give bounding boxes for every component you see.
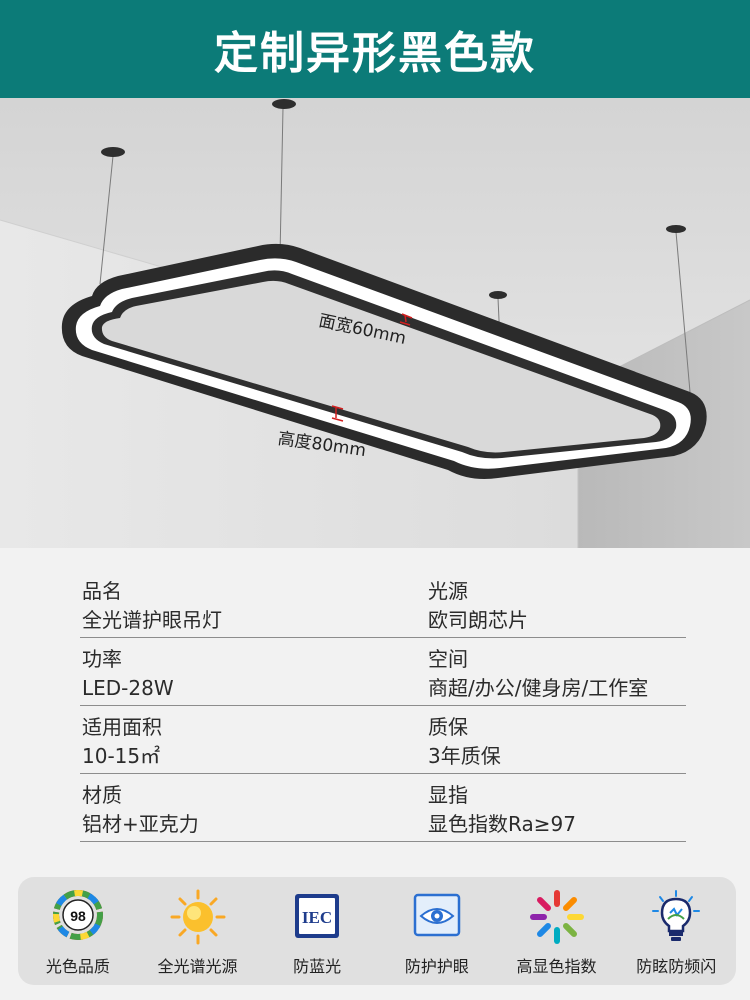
feature-bar: 98 光色品质 全光谱光源 IEC 防蓝光 <box>18 877 736 985</box>
spec-label: 品名 <box>82 579 122 603</box>
header-banner: 定制异形黑色款 <box>0 0 750 98</box>
spec-row: 功率 LED-28W 空间 商超/办公/健身房/工作室 <box>80 638 686 706</box>
spec-value: 全光谱护眼吊灯 <box>82 608 222 632</box>
spec-value: 商超/办公/健身房/工作室 <box>428 676 649 700</box>
page-title: 定制异形黑色款 <box>214 28 536 79</box>
color-wheel-icon <box>529 890 584 944</box>
spec-row: 材质 铝材+亚克力 显指 显色指数Ra≥97 <box>80 774 686 842</box>
feature-label: 全光谱光源 <box>157 957 238 976</box>
spec-label: 光源 <box>428 579 468 603</box>
cri-98-icon: 98 <box>52 890 103 940</box>
spec-label: 材质 <box>82 783 122 807</box>
spec-row: 适用面积 10-15㎡ 质保 3年质保 <box>80 706 686 774</box>
product-photo: 面宽60mm 高度80mm <box>0 98 750 548</box>
feature-label: 高显色指数 <box>516 957 597 976</box>
spec-table: 品名 全光谱护眼吊灯 光源 欧司朗芯片 功率 LED-28W 空间 商超/办公/… <box>80 570 686 842</box>
ceiling-canopies <box>101 99 686 299</box>
lamp-illustration <box>0 98 750 548</box>
svg-text:98: 98 <box>70 908 86 924</box>
spec-cell: 显指 显色指数Ra≥97 <box>428 782 576 838</box>
spec-cell: 质保 3年质保 <box>428 714 501 770</box>
spec-label: 质保 <box>428 715 468 739</box>
feature-item: 全光谱光源 <box>138 877 258 985</box>
feature-item: 防眩防频闪 <box>616 877 736 985</box>
spec-cell: 适用面积 10-15㎡ <box>82 714 162 770</box>
spec-row: 品名 全光谱护眼吊灯 光源 欧司朗芯片 <box>80 570 686 638</box>
iec-icon: IEC <box>295 894 340 938</box>
spec-cell: 光源 欧司朗芯片 <box>428 578 528 634</box>
sun-icon <box>170 889 225 945</box>
spec-cell: 材质 铝材+亚克力 <box>82 782 199 838</box>
spec-cell: 空间 商超/办公/健身房/工作室 <box>428 646 648 702</box>
spec-cell: 功率 LED-28W <box>82 646 174 702</box>
spec-value: 10-15㎡ <box>82 744 161 768</box>
spec-value: 欧司朗芯片 <box>428 608 528 632</box>
spec-value: 显色指数Ra≥97 <box>428 812 576 836</box>
feature-item: 高显色指数 <box>497 877 617 985</box>
feature-item: 98 光色品质 <box>18 877 138 985</box>
feature-label: 防护护眼 <box>404 957 469 976</box>
spec-cell: 品名 全光谱护眼吊灯 <box>82 578 222 634</box>
eye-icon <box>413 893 461 937</box>
feature-label: 防蓝光 <box>293 957 342 976</box>
dimension-markers <box>331 313 413 422</box>
spec-value: 3年质保 <box>428 744 501 768</box>
spec-label: 显指 <box>428 783 468 807</box>
spec-value: 铝材+亚克力 <box>82 812 199 836</box>
spec-value: LED-28W <box>82 676 174 700</box>
spec-label: 功率 <box>82 647 122 671</box>
bulb-icon <box>652 890 701 941</box>
svg-text:IEC: IEC <box>302 908 332 927</box>
feature-label: 光色品质 <box>45 957 110 976</box>
feature-item: IEC 防蓝光 <box>257 877 377 985</box>
feature-label: 防眩防频闪 <box>636 957 717 976</box>
feature-item: 防护护眼 <box>377 877 497 985</box>
spec-label: 适用面积 <box>82 715 162 739</box>
spec-label: 空间 <box>428 647 468 671</box>
